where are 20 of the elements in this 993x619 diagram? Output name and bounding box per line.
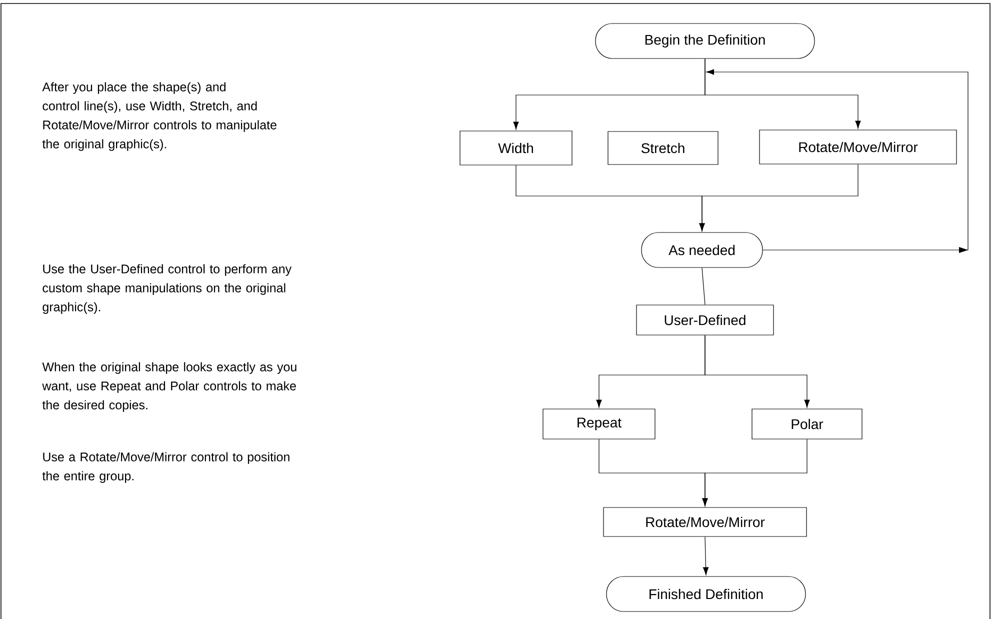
process-box: Width <box>460 130 572 166</box>
arrow <box>702 439 808 506</box>
arrow <box>704 58 861 129</box>
terminal-box: Finished Definition <box>606 576 806 612</box>
terminal-box: As needed <box>641 232 763 268</box>
process-box: Repeat <box>542 408 656 440</box>
note-text: Use the User-Defined control to perform any custom shape manipulations on the original graphic(s). <box>42 264 292 314</box>
process-box: Rotate/Move/Mirror <box>759 130 957 164</box>
arrow <box>702 536 709 576</box>
process-box: Polar <box>752 408 862 440</box>
process-box: Rotate/Move/Mirror <box>603 507 807 537</box>
terminal-box: Begin the Definition <box>595 23 815 59</box>
arrow <box>706 69 968 253</box>
arrow <box>699 164 858 232</box>
process-box: User-Defined <box>636 304 774 336</box>
process-box: Stretch <box>608 131 718 165</box>
note-text: After you place the shape(s) and control line(s), use Width, Stretch, and Rotate/Move/Mirror controls to manipulate the original graphic(s). <box>42 82 276 151</box>
note-text: Use a Rotate/Move/Mirror control to position the entire group. <box>42 452 290 483</box>
note-text: When the original shape looks exactly as you want, use Repeat and Polar controls to make the desired copies. <box>42 362 296 412</box>
arrow <box>704 335 810 408</box>
